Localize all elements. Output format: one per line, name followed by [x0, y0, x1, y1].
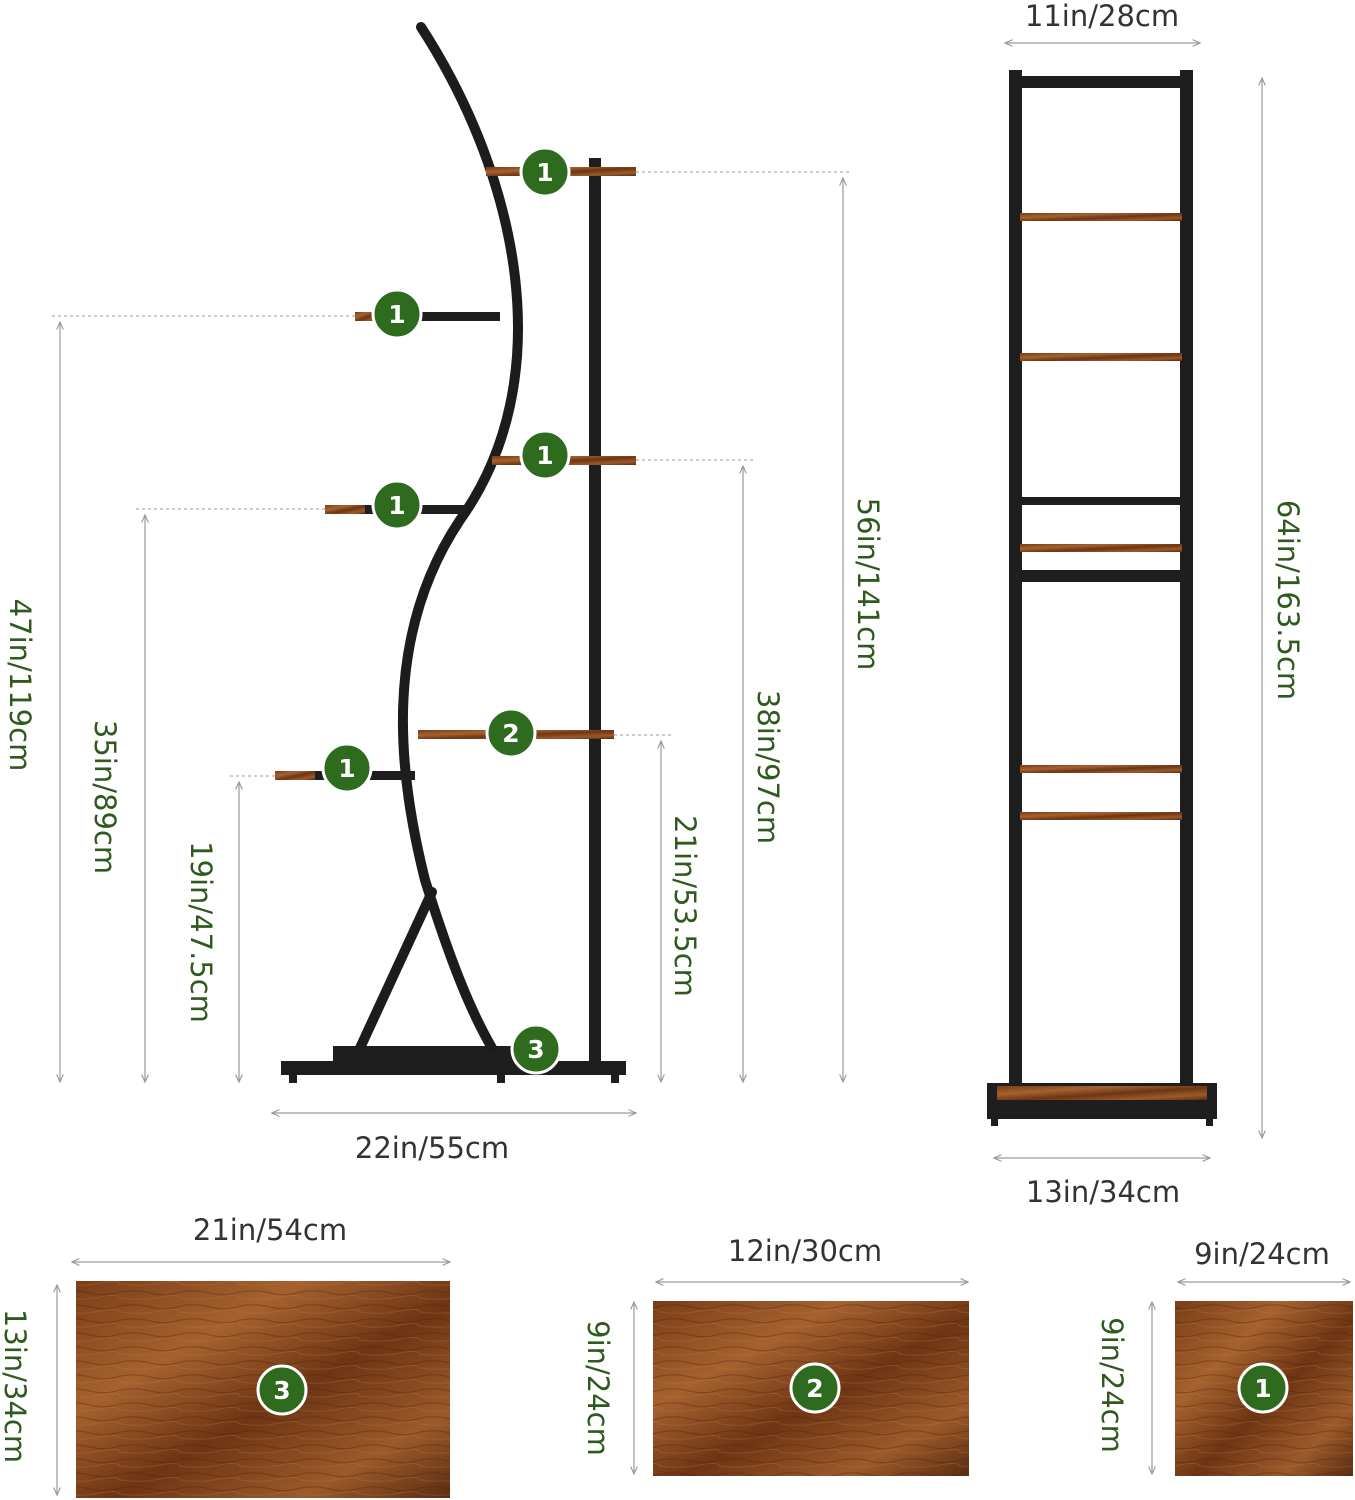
- board-1-width-label: 9in/24cm: [1194, 1237, 1330, 1271]
- svg-text:2: 2: [502, 719, 519, 748]
- base-block: [333, 1046, 515, 1062]
- base-plate: [281, 1061, 626, 1075]
- front-shelf: [1020, 812, 1182, 820]
- board-3-width-label: 21in/54cm: [193, 1213, 347, 1247]
- shelf-badge: 3: [510, 1023, 562, 1075]
- shelf-badge: 1: [371, 479, 423, 531]
- foot-left: [289, 1075, 297, 1083]
- shelf-badge: 1: [321, 742, 373, 794]
- board-2-depth-label: 9in/24cm: [581, 1320, 615, 1456]
- front-top-width-label: 11in/28cm: [1025, 0, 1179, 33]
- height-upper-left-label: 47in/119cm: [3, 599, 37, 772]
- shelf-badge: 1: [371, 288, 423, 340]
- height-low-right-label: 21in/53.5cm: [668, 815, 702, 997]
- front-shelf: [1020, 544, 1182, 552]
- front-top-bar: [1009, 76, 1193, 88]
- front-base-top: [997, 1086, 1207, 1100]
- svg-text:1: 1: [388, 300, 405, 329]
- front-mid-bar: [1009, 570, 1193, 582]
- board-badge: 2: [789, 1362, 841, 1414]
- height-total-label: 56in/141cm: [851, 498, 885, 671]
- arm-upper-left: [355, 312, 500, 321]
- shelf-badge: 1: [519, 146, 571, 198]
- svg-text:3: 3: [527, 1035, 544, 1064]
- side-width-label: 22in/55cm: [355, 1131, 509, 1165]
- front-shelf: [1020, 765, 1182, 773]
- front-foot: [1206, 1119, 1213, 1126]
- board-1: 9in/24cm 9in/24cm 1: [1095, 1237, 1353, 1476]
- svg-text:1: 1: [388, 491, 405, 520]
- board-2-width-label: 12in/30cm: [728, 1234, 882, 1268]
- svg-text:1: 1: [536, 158, 553, 187]
- board-badge: 1: [1237, 1362, 1289, 1414]
- side-view: 47in/119cm 35in/89cm 19in/47.5cm 21in/53…: [3, 22, 885, 1165]
- shelf-arms: [275, 167, 636, 780]
- board-badge: 3: [256, 1364, 308, 1416]
- foot-right: [611, 1075, 619, 1083]
- svg-text:1: 1: [536, 441, 553, 470]
- support-leg: [355, 887, 437, 1053]
- straight-post: [589, 158, 601, 1063]
- shelf-badge: 2: [485, 707, 537, 759]
- front-shelf: [1020, 213, 1182, 221]
- board-3: 21in/54cm 13in/34cm 3: [0, 1213, 450, 1498]
- foot-mid: [497, 1075, 505, 1083]
- height-mid-right-label: 38in/97cm: [751, 690, 785, 844]
- front-shelf: [1020, 497, 1182, 505]
- svg-text:3: 3: [273, 1376, 290, 1405]
- arm-upper-left-tip: [355, 312, 377, 321]
- arm-mid-left-tip: [325, 505, 365, 514]
- height-mid-left-label: 35in/89cm: [88, 720, 122, 874]
- board-3-depth-label: 13in/34cm: [0, 1309, 32, 1463]
- front-foot: [991, 1119, 998, 1126]
- board-1-depth-label: 9in/24cm: [1095, 1317, 1129, 1453]
- arm-lower-left-tip: [275, 771, 315, 780]
- height-low-left-label: 19in/47.5cm: [184, 841, 218, 1023]
- front-view: 11in/28cm 64in/163.5cm 13in/34cm: [987, 0, 1305, 1209]
- board-2: 12in/30cm 9in/24cm 2: [581, 1234, 969, 1476]
- svg-text:1: 1: [338, 754, 355, 783]
- front-base-width-label: 13in/34cm: [1026, 1175, 1180, 1209]
- front-height-label: 64in/163.5cm: [1271, 500, 1305, 700]
- curved-post: [397, 22, 523, 1053]
- svg-text:1: 1: [1254, 1374, 1271, 1403]
- svg-text:2: 2: [806, 1374, 823, 1403]
- shelf-badge: 1: [519, 429, 571, 481]
- front-shelf: [1020, 353, 1182, 361]
